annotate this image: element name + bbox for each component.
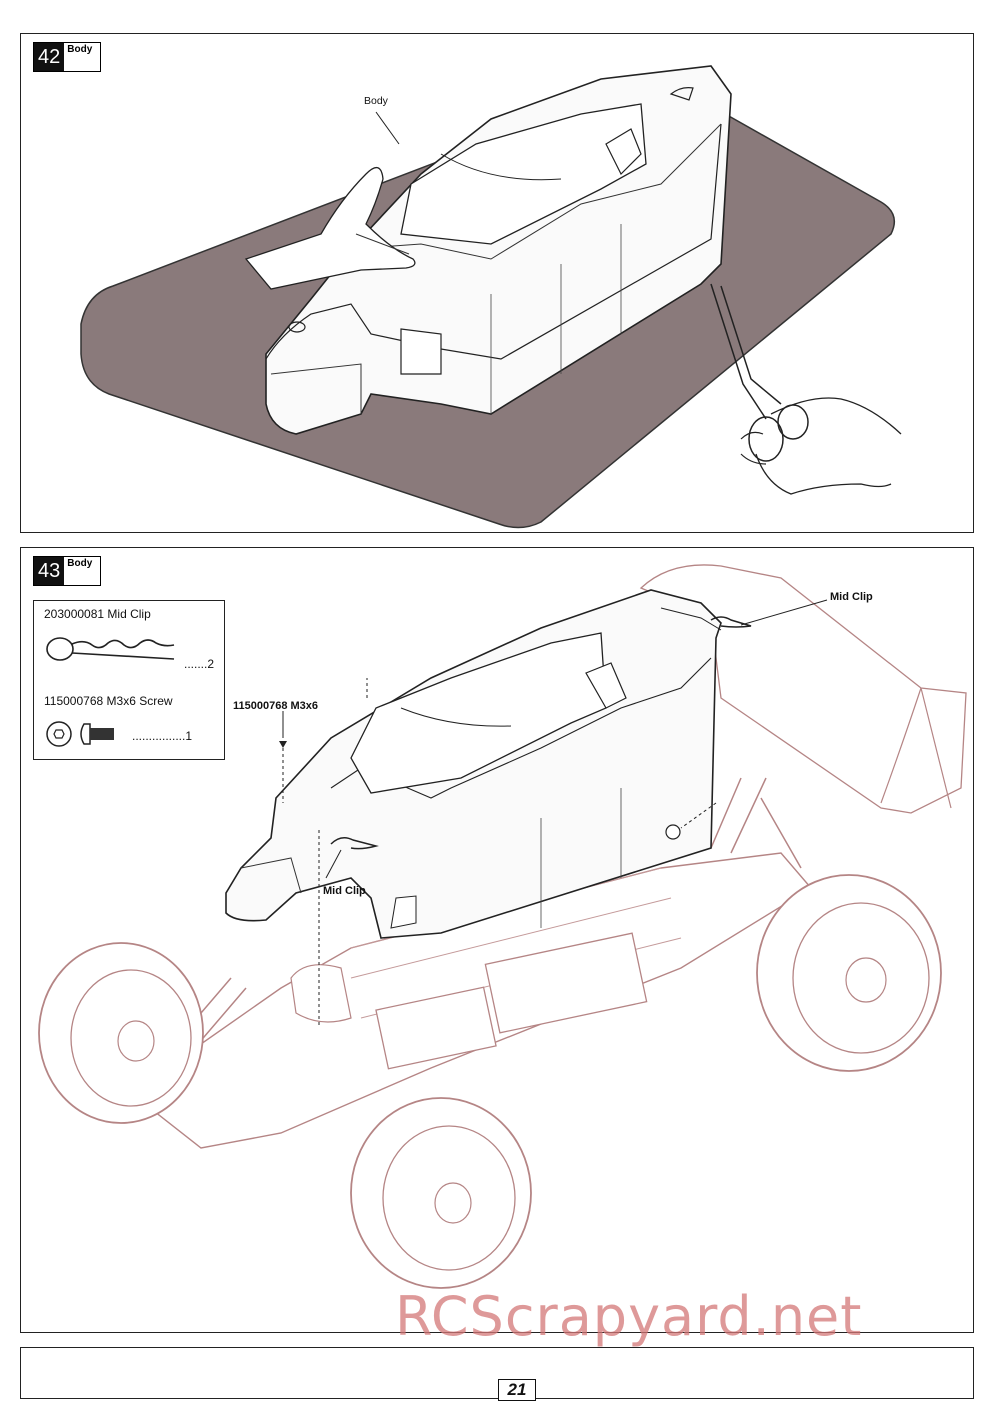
page-footer: 21 (20, 1347, 974, 1401)
part-screw-qty: ................1 (132, 729, 193, 743)
front-right-wheel (350, 1097, 532, 1289)
mid-clip-rear-callout: Mid Clip (830, 591, 873, 603)
left-hand (244, 167, 416, 290)
front-left-wheel (38, 942, 204, 1124)
mid-clip-front-callout: Mid Clip (323, 885, 366, 897)
part-number: 115000768 (44, 694, 104, 708)
body-clip-icon (46, 637, 175, 661)
step-42-panel: 42 Body Body (20, 33, 974, 533)
step-43-badge: 43 Body (33, 556, 102, 586)
radio-box (484, 932, 648, 1034)
part-name: Mid Clip (107, 607, 151, 621)
step-number: 42 (34, 43, 65, 71)
fuel-tank (375, 986, 497, 1070)
body-mounting-illustration (38, 564, 967, 1289)
part-clip-label: 203000081 Mid Clip (44, 607, 151, 621)
part-clip-qty: .......2 (184, 657, 215, 671)
rear-right-wheel (756, 874, 942, 1072)
step-title: Body (64, 43, 101, 71)
body-trimming-illustration (80, 65, 902, 529)
body-callout: Body (364, 95, 388, 107)
body-window (400, 103, 647, 245)
screw-callout: 115000768 M3x6 (233, 700, 319, 712)
part-number: 203000081 (44, 607, 105, 621)
engine (290, 964, 352, 1023)
screw-icon (46, 721, 114, 747)
rear-wing (639, 564, 967, 814)
right-hand (755, 397, 902, 495)
step-title: Body (64, 557, 101, 585)
part-screw-label: 115000768 M3x6 Screw (44, 694, 173, 708)
step-number: 43 (34, 557, 65, 585)
page-number: 21 (498, 1379, 536, 1401)
parts-list: 203000081 Mid Clip .......2 115000768 M3… (33, 600, 225, 760)
part-name: M3x6 Screw (106, 694, 173, 708)
watermark: RCScrapyard.net (395, 1285, 863, 1348)
step-42-badge: 42 Body (33, 42, 102, 72)
step-43-panel: 43 Body 203000081 Mid Clip .......2 1150… (20, 547, 974, 1333)
scissors-blade (710, 283, 767, 420)
scissors-handle (748, 416, 784, 462)
